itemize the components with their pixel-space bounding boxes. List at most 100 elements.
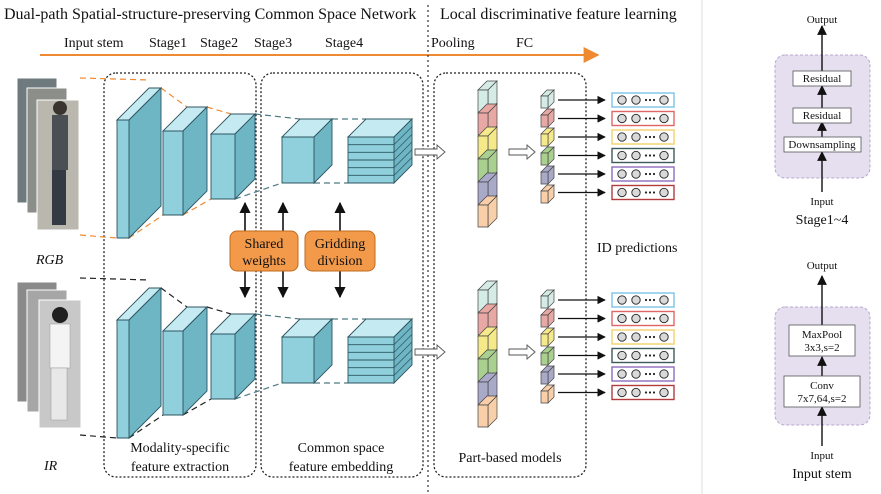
rgb-fc-part-5 <box>540 184 555 204</box>
downsampling-label: Downsampling <box>788 139 856 151</box>
rgb-id-node-3-2 <box>659 150 669 161</box>
rgb-connector-1-top <box>206 106 232 115</box>
right-title: Local discriminative feature learning <box>440 6 677 23</box>
input-stem-panel <box>774 275 871 446</box>
ir-id-row-2 <box>611 329 675 345</box>
rgb-feature-block-2 <box>209 112 257 201</box>
rgb-grid-line-side <box>393 149 413 168</box>
rgb-id-ellipsis-dot <box>648 98 652 102</box>
ir-id-ellipsis-dot <box>644 372 648 376</box>
label-stage3: Stage3 <box>254 36 292 51</box>
rgb-id-row-2 <box>611 129 675 145</box>
stem-caption: Input stem <box>792 467 852 482</box>
ir-id-node-3-2 <box>659 350 669 361</box>
rgb-id-ellipsis-dot <box>652 98 656 102</box>
ir-id-node-1-1 <box>631 313 641 324</box>
gridding-division-line2: division <box>317 254 362 269</box>
ir-id-node-4-0 <box>617 369 627 379</box>
ir-fc-part-5 <box>540 384 555 404</box>
rgb-id-node-4-1 <box>631 169 641 179</box>
ir-id-node-0-0 <box>617 295 627 305</box>
rgb-id-ellipsis-dot <box>648 154 652 157</box>
ir-hollow-arrow-1 <box>508 344 536 360</box>
rgb-image-stack <box>16 77 80 231</box>
rgb-id-ellipsis-dot <box>644 154 648 157</box>
conv-box <box>783 375 861 408</box>
rgb-id-ellipsis-dot <box>644 135 648 139</box>
ir-fc-part-1 <box>540 308 555 328</box>
ir-id-row-5 <box>611 384 675 401</box>
rgb-id-node-0-2 <box>659 95 669 105</box>
rgb-id-ellipsis-dot <box>648 172 652 176</box>
label-stage1: Stage1 <box>149 36 187 51</box>
rgb-id-ellipsis-dot <box>644 191 648 194</box>
ir-grid-line-side <box>393 326 413 345</box>
ir-id-ellipsis-dot <box>652 391 656 394</box>
ir-id-node-2-0 <box>617 332 627 342</box>
ir-connector-1-bottom <box>182 398 212 416</box>
ir-id-node-3-0 <box>617 350 627 361</box>
rgb-id-ellipsis-dot <box>652 154 656 157</box>
rgb-id-ellipsis-dot <box>644 117 648 120</box>
rgb-id-node-4-2 <box>659 169 669 179</box>
conv-label-line1: Conv <box>810 380 834 392</box>
ir-id-row-3 <box>611 347 675 364</box>
rgb-connector-0-bottom <box>128 214 164 239</box>
rgb-hollow-arrow-0 <box>414 144 446 160</box>
ir-id-ellipsis-dot <box>648 391 652 394</box>
ir-id-ellipsis-dot <box>652 372 656 376</box>
rgb-connector-1-bottom <box>182 198 212 216</box>
residual-top-box <box>792 70 852 87</box>
ir-feature-block-0 <box>115 286 163 440</box>
rgb-label: RGB <box>35 253 64 268</box>
rgb-fc-part-1 <box>540 108 555 128</box>
rgb-fc-part-2 <box>540 127 555 147</box>
ir-id-node-4-1 <box>631 369 641 379</box>
ir-grid-line-side <box>393 349 413 368</box>
rgb-id-node-1-1 <box>631 113 641 124</box>
ir-id-ellipsis-dot <box>648 372 652 376</box>
ir-id-ellipsis-dot <box>652 298 656 302</box>
modality-specific-box <box>103 72 257 478</box>
stage-block-panel <box>774 25 871 192</box>
ir-fc-part-3 <box>540 346 555 366</box>
ir-feature-block-4 <box>346 317 414 385</box>
rgb-id-row-3 <box>611 147 675 164</box>
label-input-stem: Input stem <box>64 36 124 51</box>
rgb-feature-block-3 <box>280 117 334 185</box>
rgb-id-row-1 <box>611 110 675 127</box>
label-fc: FC <box>516 36 533 51</box>
rgb-connector-2-bottom <box>234 182 283 200</box>
ir-id-row-1 <box>611 310 675 327</box>
ir-id-node-4-2 <box>659 369 669 379</box>
rgb-grid-line-side <box>393 126 413 145</box>
ir-id-node-5-0 <box>617 387 627 398</box>
ir-fc-part-2 <box>540 327 555 347</box>
ir-id-ellipsis-dot <box>652 354 656 357</box>
ir-hollow-arrow-0 <box>414 344 446 360</box>
rgb-id-node-4-0 <box>617 169 627 179</box>
label-stage4: Stage4 <box>325 36 363 51</box>
gridding-division-line1: Gridding <box>315 237 366 252</box>
ir-pool-part-4 <box>477 372 498 405</box>
rgb-id-node-0-1 <box>631 95 641 105</box>
ir-image-stack <box>16 281 82 429</box>
part-based-caption: Part-based models <box>458 451 561 466</box>
ir-id-ellipsis-dot <box>644 335 648 339</box>
rgb-id-node-3-0 <box>617 150 627 161</box>
rgb-id-ellipsis-dot <box>648 117 652 120</box>
ir-grid-line-side <box>393 357 413 376</box>
ir-id-node-5-1 <box>631 387 641 398</box>
rgb-fc-part-3 <box>540 146 555 166</box>
shared-weights-box <box>229 230 299 272</box>
rgb-id-ellipsis-dot <box>652 135 656 139</box>
rgb-connector-2-top <box>254 113 301 120</box>
downsampling-box <box>783 136 862 153</box>
ir-id-node-1-0 <box>617 313 627 324</box>
stage-input-label: Input <box>810 196 833 208</box>
modality-caption-line1: Modality-specific <box>130 441 230 456</box>
label-stage2: Stage2 <box>200 36 238 51</box>
stage-caption: Stage1~4 <box>796 213 849 228</box>
ir-fc-part-0 <box>540 289 555 309</box>
